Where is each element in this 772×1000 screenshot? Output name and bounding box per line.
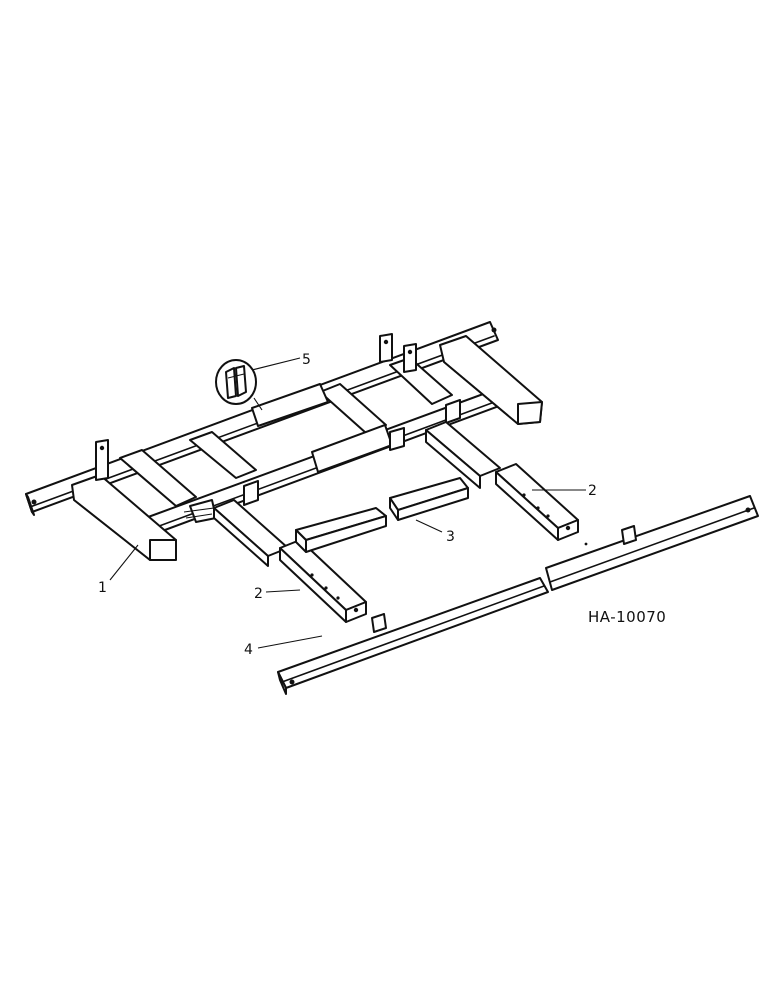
clamp-detail bbox=[215, 359, 263, 411]
callout-4: 4 bbox=[244, 642, 253, 658]
callout-2-right: 2 bbox=[588, 483, 597, 499]
callout-5: 5 bbox=[302, 352, 311, 368]
center-extension-beam bbox=[295, 477, 469, 553]
front-toolbar bbox=[277, 495, 759, 695]
callout-3: 3 bbox=[446, 529, 455, 545]
main-frame bbox=[25, 321, 543, 561]
callout-1: 1 bbox=[98, 580, 107, 596]
leader-lines bbox=[109, 357, 586, 649]
side-extension-beam-right bbox=[425, 421, 588, 546]
figure-id: HA-10070 bbox=[588, 608, 666, 626]
callout-2-left: 2 bbox=[254, 586, 263, 602]
side-extension-beam-left bbox=[213, 499, 367, 623]
